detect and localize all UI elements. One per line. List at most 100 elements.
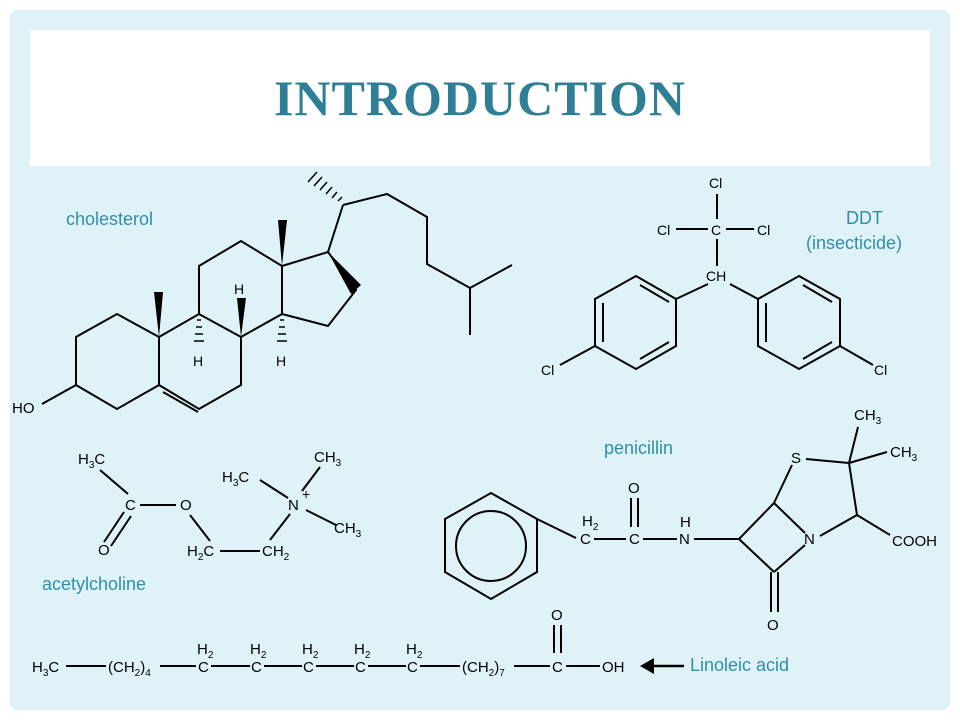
lin-h3c: H3C — [32, 659, 59, 679]
ddt-bond-right-ring — [729, 283, 759, 300]
penicillin-benzene — [444, 491, 538, 601]
ddt-cl-right: Cl — [757, 222, 770, 238]
ddt-ring-right-db1 — [802, 284, 833, 303]
cholesterol-ring-a — [75, 312, 160, 411]
lin-c2: C — [251, 659, 262, 676]
pen-n-amide: N — [679, 531, 690, 548]
ach-o-ester: O — [180, 497, 192, 514]
ddt-cl-top: Cl — [709, 175, 722, 191]
linoleic-label: Linoleic acid — [690, 655, 789, 675]
ach-bond-4 — [189, 514, 211, 542]
ddt-bond-cl-bottom-right — [839, 345, 874, 366]
cholesterol-side-chain-1 — [327, 204, 344, 253]
pen-thia-4 — [819, 514, 858, 537]
pen-o-amide: O — [628, 480, 640, 497]
ach-h2c: H2C — [187, 543, 214, 563]
pen-methyl-2 — [848, 451, 888, 464]
ach-o-carbonyl: O — [98, 542, 110, 559]
cholesterol-h-hash-1 — [194, 319, 204, 342]
pen-ch3-right: CH3 — [890, 444, 918, 464]
acetylcholine-label: acetylcholine — [42, 574, 146, 594]
ddt-label-line2: (insecticide) — [806, 233, 902, 253]
lin-c-acid: C — [552, 659, 563, 676]
lin-c5: C — [407, 659, 418, 676]
cholesterol-h-wedge — [237, 298, 246, 337]
penicillin-benzene-circle — [455, 510, 527, 582]
pen-bond-1 — [536, 518, 577, 539]
linoleic-structure: H3C (CH2)4 H2 C H2 C H2 C H2 C H2 C (CH2… — [32, 607, 789, 679]
ddt-cl-left: Cl — [657, 222, 670, 238]
ach-ch3-top: CH3 — [314, 449, 342, 469]
ddt-structure: DDT (insecticide) Cl Cl C Cl CH Cl Cl — [541, 175, 902, 378]
lin-h2-4: H2 — [354, 641, 371, 661]
ddt-ring-right-db2 — [802, 341, 833, 360]
lin-oh: OH — [602, 659, 625, 676]
ach-n: N — [288, 497, 299, 514]
ddt-ring-left-db2 — [639, 341, 670, 360]
cholesterol-h-left: H — [193, 353, 203, 369]
pen-o-lactam: O — [767, 617, 779, 634]
cholesterol-structure: cholesterol HO H H H — [12, 171, 513, 417]
pen-bond-cooh — [856, 514, 891, 536]
ach-ch3-bottom: CH3 — [334, 520, 362, 540]
ach-bond-7 — [259, 479, 289, 499]
pen-methyl-1 — [848, 426, 859, 464]
lin-h2-5: H2 — [406, 641, 423, 661]
ddt-cl-bottom-left: Cl — [541, 362, 554, 378]
lin-h2-2: H2 — [250, 641, 267, 661]
pen-lactam-4 — [773, 544, 806, 573]
cholesterol-h-hash-2 — [277, 319, 287, 342]
pen-thia-2 — [805, 458, 850, 464]
pen-lactam-3 — [738, 538, 775, 573]
pen-h: H — [680, 514, 691, 531]
cholesterol-double-bond — [162, 391, 199, 413]
title-band: INTRODUCTION — [30, 30, 930, 166]
pen-thia-3 — [848, 462, 858, 516]
slide-title: INTRODUCTION — [273, 70, 687, 126]
pen-c2: C — [629, 531, 640, 548]
ddt-label-line1: DDT — [846, 208, 883, 228]
ddt-bond-cl-bottom-left — [559, 345, 596, 366]
penicillin-structure: penicillin H2 C C O H N N O S CH3 CH3 — [444, 407, 937, 634]
ddt-ch: CH — [706, 268, 726, 284]
lin-ch2-4: (CH2)4 — [108, 659, 151, 679]
pen-h2: H2 — [582, 513, 599, 533]
lin-h2-1: H2 — [197, 641, 214, 661]
cholesterol-side-chain-hash — [307, 171, 343, 202]
ach-c: C — [125, 497, 136, 514]
ddt-bond-left-ring — [675, 283, 709, 300]
ddt-c: C — [711, 222, 721, 238]
ach-bond-3b — [110, 515, 132, 547]
pen-thia-1 — [773, 464, 793, 504]
pen-lactam-2 — [773, 502, 806, 534]
ddt-ring-left-db1 — [639, 284, 670, 303]
cholesterol-methyl-wedge-2 — [278, 220, 287, 266]
penicillin-label: penicillin — [604, 438, 673, 458]
ach-ch2: CH2 — [262, 543, 290, 563]
cholesterol-ho: HO — [12, 400, 35, 417]
ddt-ring-right — [757, 274, 841, 371]
linoleic-arrow-head — [640, 658, 654, 674]
cholesterol-h-right: H — [276, 353, 286, 369]
pen-s: S — [791, 450, 801, 467]
ach-bond-3a — [103, 511, 125, 543]
lin-c4: C — [355, 659, 366, 676]
lin-ch2-7: (CH2)7 — [462, 659, 505, 679]
ach-bond-6 — [269, 513, 291, 541]
lin-c3: C — [303, 659, 314, 676]
ach-h3c-left: H3C — [222, 469, 249, 489]
ddt-ring-left — [594, 274, 677, 371]
ach-bond-1 — [99, 469, 129, 495]
cholesterol-ho-bond — [41, 384, 77, 405]
lin-o: O — [551, 607, 563, 624]
ach-h3c-top: H3C — [78, 451, 105, 471]
cholesterol-methyl-wedge-1 — [154, 292, 163, 337]
cholesterol-label: cholesterol — [66, 209, 153, 229]
ddt-cl-bottom-right: Cl — [874, 362, 887, 378]
cholesterol-ring-c — [198, 239, 283, 338]
ach-bond-9 — [305, 509, 337, 526]
pen-cooh: COOH — [892, 533, 937, 550]
cholesterol-side-chain-2 — [342, 192, 513, 290]
cholesterol-ring-b — [158, 312, 242, 411]
